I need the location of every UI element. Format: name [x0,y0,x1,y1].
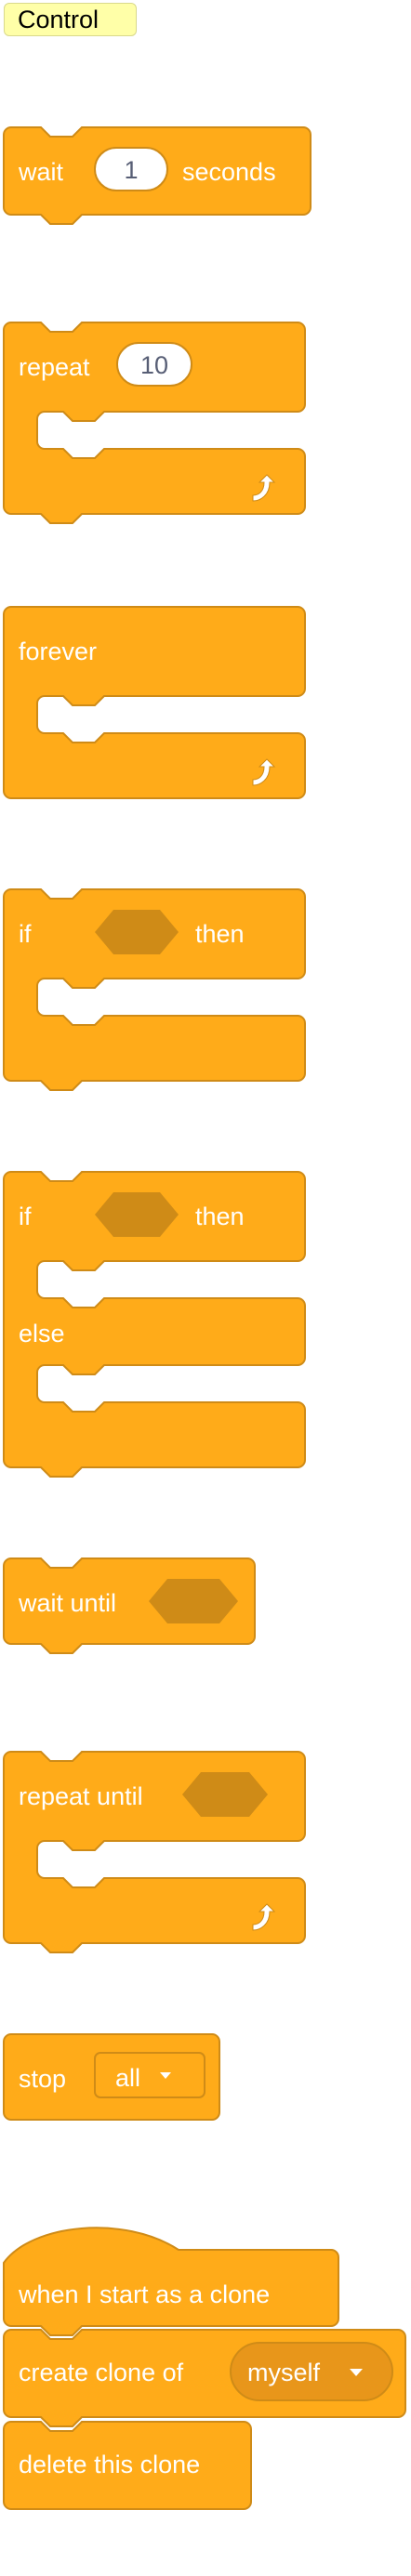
block-forever[interactable]: forever [0,605,316,809]
repeat-until-label: repeat until [19,1782,143,1810]
stop-option-value: all [115,2064,140,2092]
block-if-then[interactable]: if then [0,887,316,1111]
category-label-control: Control [4,3,137,36]
if-label: if [19,1203,32,1230]
seconds-label: seconds [182,158,276,186]
dropdown-arrow-icon [160,2072,171,2079]
then-label: then [195,1203,245,1230]
wait-until-label: wait until [18,1589,116,1617]
condition-slot[interactable] [95,910,179,954]
condition-slot[interactable] [149,1579,238,1623]
clone-target-value: myself [247,2359,321,2386]
delete-clone-label: delete this clone [19,2451,200,2478]
block-wait-seconds[interactable]: wait 1 seconds [0,125,316,237]
loop-arrow-icon [252,1903,276,1931]
block-create-clone[interactable]: create clone of myself [0,2328,411,2430]
block-wait-until[interactable]: wait until [0,1557,279,1668]
else-label: else [19,1320,65,1347]
block-when-clone-start[interactable]: when I start as a clone [0,2205,391,2336]
block-repeat[interactable]: repeat 10 [0,321,316,544]
wait-seconds-value: 1 [124,156,138,184]
forever-label: forever [19,637,97,665]
stop-label: stop [19,2065,66,2093]
wait-seconds-input[interactable] [94,147,168,191]
repeat-count-value: 10 [140,351,168,379]
loop-arrow-icon [252,758,276,786]
if-label: if [19,920,32,948]
wait-label: wait [18,158,64,186]
loop-arrow-icon [252,474,276,502]
stop-option-dropdown[interactable] [94,2052,206,2098]
block-repeat-until[interactable]: repeat until [0,1750,316,1973]
block-delete-clone[interactable]: delete this clone [0,2420,270,2522]
condition-slot[interactable] [182,1772,268,1817]
then-label: then [195,920,245,948]
repeat-count-input[interactable] [116,342,192,387]
when-clone-label: when I start as a clone [18,2280,270,2308]
block-stop[interactable]: stop all [0,2032,242,2144]
create-clone-label: create clone of [19,2359,184,2386]
dropdown-arrow-icon [350,2369,363,2376]
clone-target-dropdown[interactable] [230,2342,393,2401]
block-if-then-else[interactable]: if then else [0,1170,316,1486]
repeat-label: repeat [19,353,90,381]
condition-slot[interactable] [95,1192,179,1237]
